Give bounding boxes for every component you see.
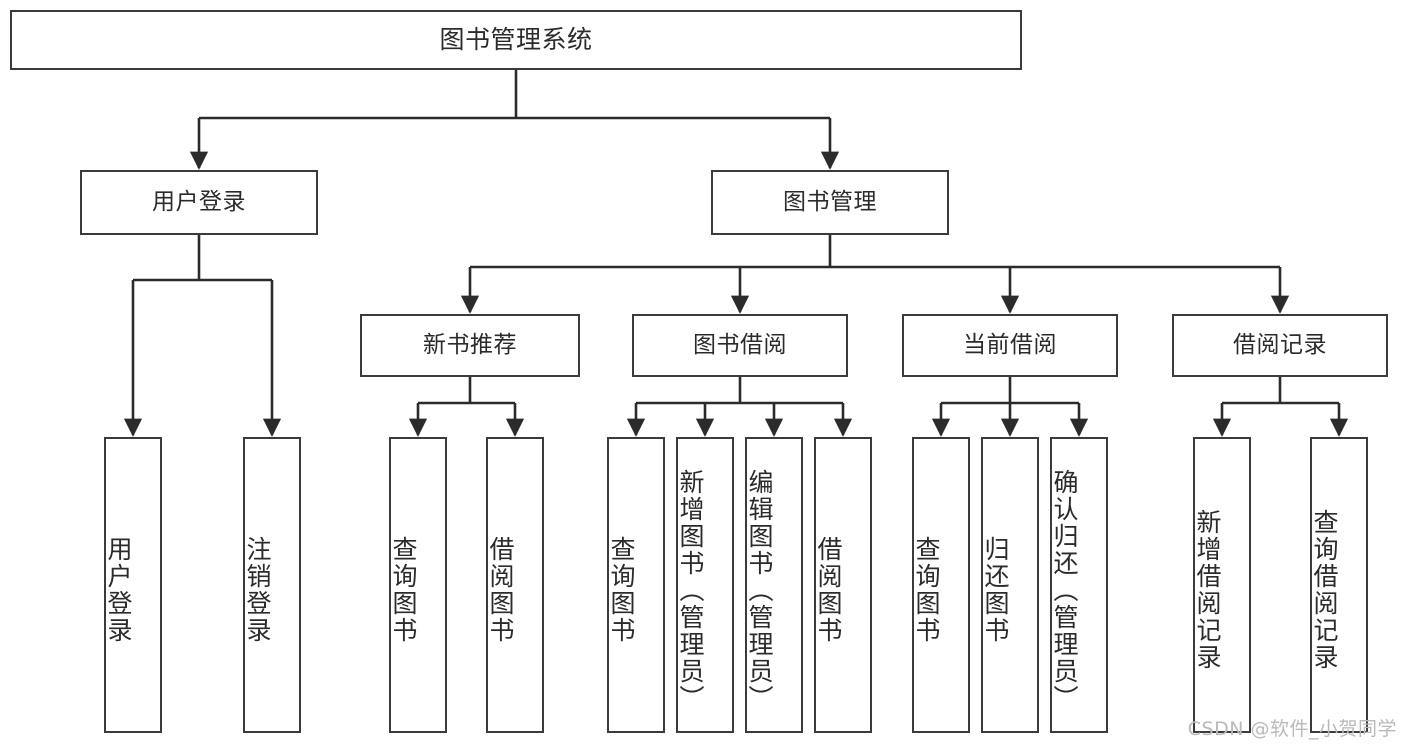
- node-leaf-edit-book-admin[interactable]: 编辑图书（管理员）: [745, 437, 803, 733]
- node-leaf-borrow-book[interactable]: 借阅图书: [814, 437, 872, 733]
- node-label: 用户登录: [152, 188, 246, 215]
- node-leaf-query-borrow-record[interactable]: 查询借阅记录: [1310, 437, 1368, 733]
- node-leaf-return-book[interactable]: 归还图书: [981, 437, 1039, 733]
- node-label: 借阅图书: [814, 536, 843, 644]
- node-label: 当前借阅: [963, 331, 1057, 358]
- node-label: 查询借阅记录: [1310, 509, 1339, 671]
- node-leaf-add-book-admin[interactable]: 新增图书（管理员）: [676, 437, 734, 733]
- node-label: 编辑图书（管理员）: [745, 468, 774, 712]
- node-leaf-confirm-return-admin[interactable]: 确认归还（管理员）: [1050, 437, 1108, 733]
- node-label: 借阅图书: [486, 536, 515, 644]
- node-label: 用户登录: [104, 536, 133, 644]
- node-leaf-query-book-borrow[interactable]: 查询图书: [607, 437, 665, 733]
- node-book-management[interactable]: 图书管理: [711, 170, 949, 235]
- node-leaf-logout[interactable]: 注销登录: [243, 437, 301, 733]
- node-label: 注销登录: [243, 536, 272, 644]
- node-label: 新增图书（管理员）: [676, 468, 705, 712]
- node-new-book-recommend[interactable]: 新书推荐: [360, 314, 580, 377]
- node-leaf-query-book-recommend[interactable]: 查询图书: [389, 437, 447, 733]
- node-book-borrow[interactable]: 图书借阅: [632, 314, 848, 377]
- node-label: 查询图书: [912, 536, 941, 644]
- node-label: 确认归还（管理员）: [1050, 468, 1079, 712]
- node-leaf-add-borrow-record[interactable]: 新增借阅记录: [1193, 437, 1251, 733]
- node-label: 图书借阅: [693, 331, 787, 358]
- node-root-system[interactable]: 图书管理系统: [10, 10, 1022, 70]
- node-label: 新增借阅记录: [1193, 509, 1222, 671]
- node-label: 查询图书: [607, 536, 636, 644]
- node-label: 图书管理: [783, 188, 877, 215]
- node-label: 查询图书: [389, 536, 418, 644]
- node-label: 图书管理系统: [439, 25, 593, 55]
- node-label: 借阅记录: [1233, 331, 1327, 358]
- node-current-borrow[interactable]: 当前借阅: [902, 314, 1118, 377]
- node-label: 归还图书: [981, 536, 1010, 644]
- node-label: 新书推荐: [423, 331, 517, 358]
- node-leaf-user-login[interactable]: 用户登录: [104, 437, 162, 733]
- node-user-login[interactable]: 用户登录: [80, 170, 318, 235]
- node-borrow-record[interactable]: 借阅记录: [1172, 314, 1388, 377]
- node-leaf-borrow-book-recommend[interactable]: 借阅图书: [486, 437, 544, 733]
- node-leaf-query-book-current[interactable]: 查询图书: [912, 437, 970, 733]
